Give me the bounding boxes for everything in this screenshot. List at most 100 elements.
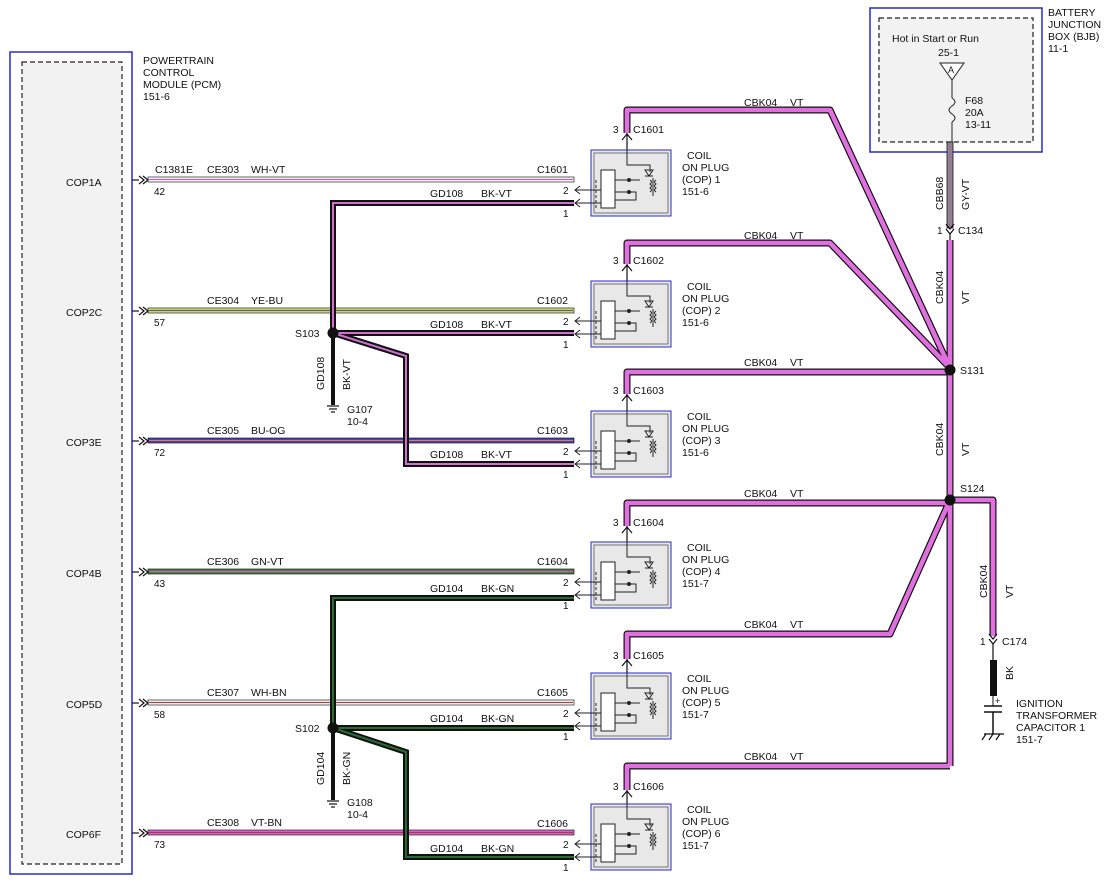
capacitor-icon: + <box>984 696 1002 734</box>
pwr-wire-cop6 <box>623 762 950 790</box>
gnd-circuit-label: GD108 <box>430 319 463 331</box>
trunk-labels: CBK04 VT CBK04 VT <box>934 271 972 456</box>
coil-on-plug-3: C1603 2 1 COIL ON PLUG (COP) 3 151-6 <box>537 410 729 481</box>
svg-text:10-4: 10-4 <box>347 809 368 821</box>
splice-s103: S103 <box>295 327 339 340</box>
pcm-pin-label: COP2C <box>66 307 103 319</box>
svg-text:CBK04: CBK04 <box>744 97 777 109</box>
svg-text:10-4: 10-4 <box>347 416 368 428</box>
svg-text:3: 3 <box>613 256 619 267</box>
battery-junction-box: Hot in Start or Run 25-1 A F68 20A 13-11… <box>869 7 1101 153</box>
pcm-name-line-2: CONTROL <box>143 67 194 79</box>
svg-text:VT: VT <box>960 442 972 456</box>
svg-text:VT: VT <box>790 488 804 500</box>
svg-text:20A: 20A <box>965 107 984 119</box>
svg-text:BK-GN: BK-GN <box>341 752 353 785</box>
svg-text:1: 1 <box>563 863 569 874</box>
svg-text:VT: VT <box>790 357 804 369</box>
gnd-circuit-label: GD104 <box>430 713 463 725</box>
ignition-capacitor: CBK04 VT 1 C174 BK + IGNITION TRANSFORME… <box>978 565 1098 746</box>
svg-text:ON PLUG: ON PLUG <box>682 293 729 305</box>
svg-text:G108: G108 <box>347 797 373 809</box>
svg-text:ON PLUG: ON PLUG <box>682 554 729 566</box>
svg-text:(COP) 5: (COP) 5 <box>682 697 721 709</box>
signal-wire-color: VT-BN <box>251 817 282 829</box>
svg-text:CAPACITOR 1: CAPACITOR 1 <box>1016 722 1085 734</box>
signal-wire-5: CE307 WH-BN <box>147 687 575 706</box>
coil-on-plug-5: C1605 2 1 COIL ON PLUG (COP) 5 151-7 <box>537 672 729 743</box>
svg-text:3: 3 <box>613 518 619 529</box>
svg-text:COIL: COIL <box>687 411 712 423</box>
svg-text:1: 1 <box>563 601 569 612</box>
svg-text:C1606: C1606 <box>537 818 568 830</box>
signal-wire-3: CE305 BU-OG <box>147 425 575 444</box>
svg-text:151-7: 151-7 <box>682 709 709 721</box>
svg-text:C1601: C1601 <box>633 124 664 136</box>
coil-on-plug-1: C1601 2 1 COIL ON PLUG (COP) 1 151-6 <box>537 149 729 220</box>
gnd-color-label: BK-VT <box>481 188 513 200</box>
svg-text:GD108: GD108 <box>315 357 327 390</box>
signal-wire-4: CE306 GN-VT <box>147 556 575 575</box>
svg-text:CBK04: CBK04 <box>934 271 946 304</box>
svg-text:ON PLUG: ON PLUG <box>682 685 729 697</box>
pwr-wire-cop4 <box>623 499 950 526</box>
signal-wire-circuit: CE306 <box>207 556 239 568</box>
gnd-circuit-label: GD108 <box>430 449 463 461</box>
svg-text:CBK04: CBK04 <box>744 230 777 242</box>
svg-text:C1604: C1604 <box>537 556 568 568</box>
signal-wires: CE303 WH-VT CE304 YE-BU CE305 BU-OG CE30… <box>147 164 575 836</box>
svg-text:CBK04: CBK04 <box>744 619 777 631</box>
svg-text:C1601: C1601 <box>537 164 568 176</box>
svg-text:VT: VT <box>790 97 804 109</box>
svg-text:VT: VT <box>960 290 972 304</box>
power-wires <box>623 106 997 790</box>
signal-wire-circuit: CE307 <box>207 687 239 699</box>
svg-text:2: 2 <box>563 447 569 458</box>
svg-text:2: 2 <box>563 317 569 328</box>
pcm-module: POWERTRAIN CONTROL MODULE (PCM) 151-6 C1… <box>9 51 221 875</box>
gnd-wire-cop6 <box>332 725 574 860</box>
svg-text:VT: VT <box>790 619 804 631</box>
svg-text:+: + <box>995 696 1000 706</box>
pcm-pin-label: COP5D <box>66 699 103 711</box>
signal-wire-circuit: CE308 <box>207 817 239 829</box>
svg-text:CBK04: CBK04 <box>744 488 777 500</box>
svg-text:CBK04: CBK04 <box>744 357 777 369</box>
svg-text:ON PLUG: ON PLUG <box>682 162 729 174</box>
svg-text:C1603: C1603 <box>537 425 568 437</box>
svg-text:BK: BK <box>1004 666 1016 680</box>
svg-text:CBK04: CBK04 <box>978 565 990 598</box>
svg-text:2: 2 <box>563 709 569 720</box>
svg-text:GY-VT: GY-VT <box>960 178 972 210</box>
splice-s124: S124 <box>944 483 985 506</box>
svg-text:(COP) 2: (COP) 2 <box>682 305 721 317</box>
pcm-inner-frame <box>21 61 123 865</box>
gnd-color-label: BK-VT <box>481 449 513 461</box>
ground-wires-bkgn <box>330 595 574 860</box>
svg-text:ON PLUG: ON PLUG <box>682 816 729 828</box>
pcm-pin-number: 42 <box>154 187 166 198</box>
ground-wire-labels: GD108 BK-VT GD108 BK-VT GD108 BK-VT GD10… <box>430 188 514 855</box>
svg-text:S131: S131 <box>960 365 985 377</box>
svg-text:VT: VT <box>1004 584 1016 598</box>
gnd-wire-cop3 <box>332 330 574 467</box>
svg-text:3: 3 <box>613 386 619 397</box>
pcm-name-line-3: MODULE (PCM) <box>143 79 221 91</box>
gnd-color-label: BK-GN <box>481 843 514 855</box>
svg-text:151-6: 151-6 <box>682 447 709 459</box>
chassis-ground-icon <box>981 733 1004 741</box>
signal-wire-color: GN-VT <box>251 556 284 568</box>
svg-text:JUNCTION: JUNCTION <box>1048 19 1101 31</box>
pcm-pin-label: COP1A <box>66 177 102 189</box>
svg-text:COIL: COIL <box>687 150 712 162</box>
svg-text:COIL: COIL <box>687 281 712 293</box>
svg-text:2: 2 <box>563 578 569 589</box>
svg-text:COIL: COIL <box>687 542 712 554</box>
svg-text:S103: S103 <box>295 328 320 340</box>
svg-text:3: 3 <box>613 782 619 793</box>
signal-wire-color: BU-OG <box>251 425 285 437</box>
svg-text:C1606: C1606 <box>633 781 664 793</box>
svg-text:C134: C134 <box>958 225 983 237</box>
svg-text:1: 1 <box>563 340 569 351</box>
svg-text:151-7: 151-7 <box>1016 734 1043 746</box>
